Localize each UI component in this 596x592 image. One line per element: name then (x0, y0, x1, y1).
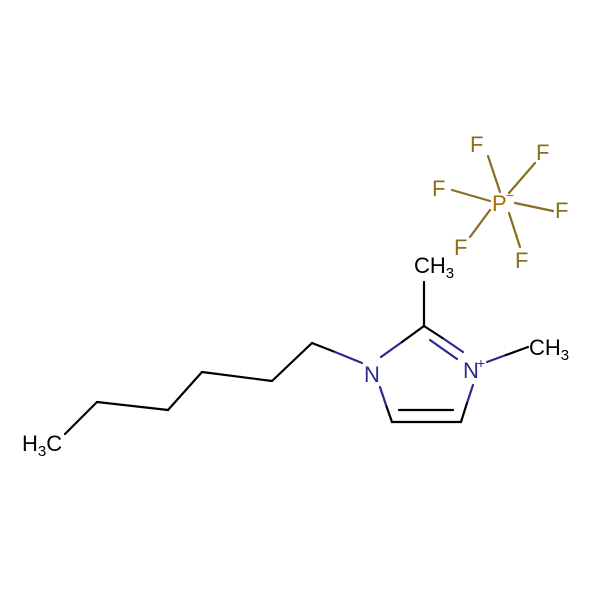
bond-p-f2 (507, 161, 537, 195)
hexafluorophosphate-bonds (450, 154, 555, 249)
atom-labels: H3C N N+ CH3 CH3 P− F F F F F F (22, 132, 569, 460)
label-n3-methyl: CH3 (529, 335, 569, 364)
bond-p-f5 (468, 208, 492, 239)
label-p-charge: − (506, 187, 514, 203)
label-c2-methyl: CH3 (414, 253, 454, 282)
label-f3: F (432, 176, 445, 201)
bond-c1-c2 (63, 400, 99, 436)
bond-c2-n3-a (422, 324, 446, 341)
label-p: P− (492, 187, 514, 216)
label-p-symbol: P (492, 191, 507, 216)
label-h3c-c: C (46, 431, 62, 456)
bond-c6-n1-b (333, 350, 364, 365)
bond-n3-c4-a (465, 383, 475, 405)
bond-n3-methyl-a (485, 353, 508, 364)
bond-n3-c4-b (459, 401, 469, 424)
label-f5: F (454, 235, 467, 260)
label-n3-charge: + (477, 355, 485, 371)
bond-n1-c2-b (400, 324, 426, 344)
label-f6: F (515, 248, 528, 273)
label-n3: N+ (463, 355, 485, 383)
bond-c2-c3 (95, 400, 170, 412)
bond-n3-methyl-b (504, 345, 530, 357)
label-h3c-h: H (22, 431, 38, 456)
bond-c4-c5 (200, 370, 274, 383)
hexyl-chain (63, 341, 314, 436)
label-h3c-sub: 3 (38, 443, 46, 460)
label-n3-symbol: N (463, 358, 479, 383)
label-n3-methyl-ch: CH (529, 335, 561, 360)
bond-p-f6 (507, 211, 522, 249)
bond-c3-c4 (166, 370, 204, 412)
bond-p-f3 (450, 188, 492, 203)
label-f2: F (536, 140, 549, 165)
bond-n1-c2-a (379, 340, 404, 359)
bond-c2-n3-inner (428, 338, 459, 361)
label-f1: F (470, 132, 483, 157)
label-f4: F (555, 198, 568, 223)
bond-c6-n1-a (310, 341, 337, 354)
imidazolium-ring (378, 324, 475, 424)
label-c2-methyl-sub: 3 (446, 265, 454, 282)
bond-c5-n1-a (384, 403, 394, 424)
label-c2-methyl-ch: CH (414, 253, 446, 278)
bond-c2-n3-b (442, 337, 465, 354)
bond-p-f4 (513, 201, 555, 213)
bond-p-f1 (486, 154, 502, 194)
label-h3c: H3C (22, 431, 62, 460)
bond-c5-c6 (270, 341, 314, 383)
label-n3-methyl-sub: 3 (561, 347, 569, 364)
label-n1: N (364, 362, 380, 387)
bond-c5-n1-b (378, 385, 388, 407)
